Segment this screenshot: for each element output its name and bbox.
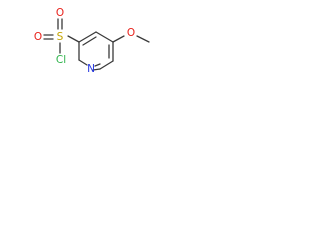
bond-c6-n <box>92 68 101 71</box>
atom-oxygen-left: O <box>34 31 42 43</box>
bond-c-s <box>67 35 80 43</box>
methoxy-group <box>112 35 150 43</box>
bond-c6-n-inner <box>94 63 101 67</box>
bond-n-c2 <box>78 59 88 66</box>
bond-c-o-methoxy <box>112 35 125 43</box>
atom-oxygen-methoxy: O <box>127 27 135 39</box>
bond-c3-c4 <box>95 31 114 43</box>
chemical-structure-diagram: O O S Cl N O <box>34 7 150 75</box>
bond-c2-c3 <box>78 31 97 43</box>
bond-c2-c3-inner <box>82 36 97 46</box>
pyridine-ring <box>78 31 114 71</box>
sulfonyl-chloride-group <box>43 18 80 54</box>
atom-oxygen-top: O <box>56 7 64 19</box>
atom-sulfur: S <box>57 31 64 43</box>
atom-chlorine: Cl <box>56 54 66 66</box>
bond-o-ch3 <box>136 35 150 43</box>
atom-nitrogen: N <box>87 63 95 75</box>
bond-c5-c6 <box>99 60 114 70</box>
